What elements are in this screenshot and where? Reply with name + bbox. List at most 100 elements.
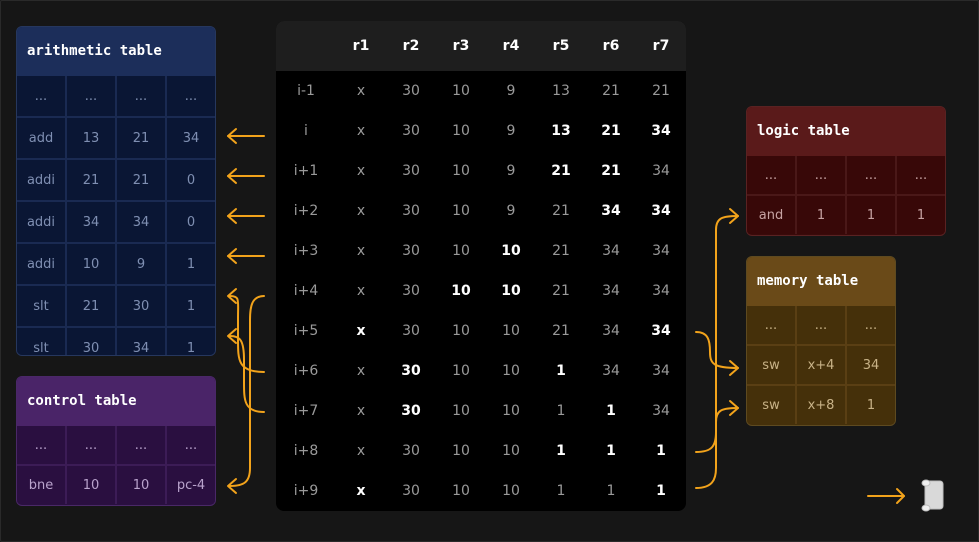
register-value: x [356,403,366,419]
logic-cell: 1 [847,196,895,234]
register-value: 34 [652,363,670,379]
arithmetic-cell: slt [17,286,65,326]
register-value: 34 [651,123,671,139]
register-value: 34 [602,243,620,259]
arithmetic-cell: addi [17,202,65,242]
register-value: 1 [656,483,666,499]
arithmetic-table-title: arithmetic table [17,27,215,76]
register-value: 30 [402,323,420,339]
arithmetic-cell: 1 [167,286,215,326]
arithmetic-cell: ... [117,76,165,116]
register-value: 9 [506,163,516,179]
logic-cell: 1 [797,196,845,234]
control-cell: bne [17,466,65,504]
register-value: 10 [451,283,471,299]
memory-cell: sw [747,386,795,424]
logic-table-title: logic table [747,107,945,156]
register-value: 13 [552,83,570,99]
register-value: 10 [452,403,470,419]
register-value: 9 [506,123,516,139]
register-column-header: r5 [552,38,570,54]
register-value: 30 [402,443,420,459]
logic-cell: ... [847,156,895,194]
register-value: 21 [602,83,620,99]
register-value: 34 [602,363,620,379]
register-value: 10 [502,443,520,459]
arithmetic-cell: 21 [67,286,115,326]
arithmetic-cell: 10 [67,244,115,284]
register-value: 10 [452,443,470,459]
arithmetic-cell: ... [17,76,65,116]
register-value: 30 [401,403,421,419]
register-value: x [356,123,366,139]
register-column-header: r6 [602,38,620,54]
register-value: 21 [552,203,570,219]
register-value: x [356,243,366,259]
row-label: i+4 [293,283,319,299]
arithmetic-cell: 0 [167,160,215,200]
register-value: x [356,363,366,379]
register-value: 10 [501,283,521,299]
register-value: 10 [452,323,470,339]
register-value: 1 [556,363,566,379]
row-label: i+8 [293,443,319,459]
memory-cell: ... [847,306,895,344]
arithmetic-cell: add [17,118,65,158]
register-value: 21 [552,283,570,299]
control-cell: ... [17,426,65,464]
register-column-header: r3 [452,38,470,54]
register-value: 34 [651,203,671,219]
control-cell: 10 [67,466,115,504]
register-value: 30 [402,483,420,499]
memory-table-title: memory table [747,257,895,306]
register-value: 21 [551,163,571,179]
arithmetic-cell: 34 [117,328,165,355]
register-value: 21 [652,83,670,99]
arithmetic-cell: addi [17,244,65,284]
arithmetic-cell: 34 [117,202,165,242]
register-value: 10 [452,243,470,259]
register-value: 1 [556,443,566,459]
register-value: 13 [551,123,571,139]
register-value: 10 [501,243,521,259]
arithmetic-cell: 21 [117,118,165,158]
register-value: 1 [606,403,616,419]
register-value: 1 [656,443,666,459]
register-column-header: r2 [402,38,420,54]
row-label: i+2 [293,203,319,219]
register-value: 9 [506,83,516,99]
row-label: i-1 [297,83,315,99]
register-value: 30 [402,203,420,219]
register-value: 30 [401,363,421,379]
register-value: x [356,323,366,339]
control-cell: pc-4 [167,466,215,504]
logic-cell: ... [747,156,795,194]
register-value: 10 [452,203,470,219]
register-value: 21 [601,163,621,179]
arithmetic-cell: ... [167,76,215,116]
register-value: 10 [452,123,470,139]
register-value: x [356,163,366,179]
register-value: 21 [552,323,570,339]
logic-cell: and [747,196,795,234]
register-value: 34 [652,243,670,259]
logic-cell: ... [797,156,845,194]
arithmetic-cell: ... [67,76,115,116]
arithmetic-cell: 21 [117,160,165,200]
register-value: 34 [652,163,670,179]
register-value: 34 [602,283,620,299]
register-value: 30 [402,243,420,259]
register-value: 10 [502,323,520,339]
memory-cell: x+4 [797,346,845,384]
row-label: i [304,123,308,139]
register-value: x [356,83,366,99]
